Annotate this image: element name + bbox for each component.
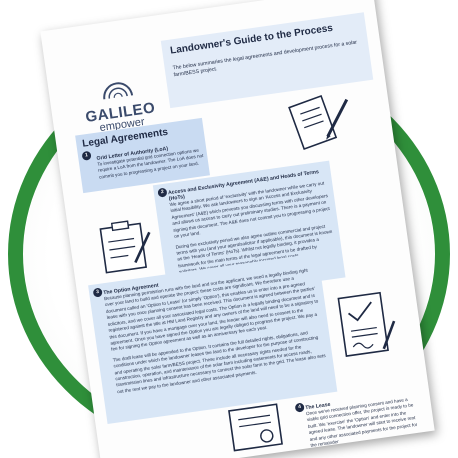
certificate-icon bbox=[228, 403, 283, 452]
sun-arc-icon bbox=[103, 82, 134, 100]
clipboard-icon bbox=[99, 220, 151, 274]
guide-document: GALILEO empower Landowner's Guide to the… bbox=[40, 0, 435, 458]
step-number-4: 4 bbox=[294, 402, 305, 413]
company-logo: GALILEO empower bbox=[72, 73, 166, 137]
step-number-2: 2 bbox=[157, 187, 168, 198]
document-pen-icon bbox=[288, 94, 349, 151]
signed-contract-icon bbox=[337, 291, 396, 357]
step-number-3: 3 bbox=[92, 287, 103, 298]
